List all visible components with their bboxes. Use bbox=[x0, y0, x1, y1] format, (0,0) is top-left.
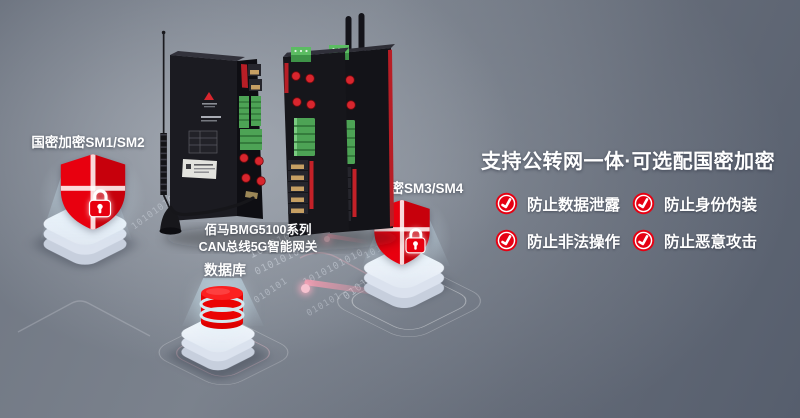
check-badge-icon bbox=[632, 229, 655, 252]
feature-label: 防止非法操作 bbox=[527, 233, 621, 251]
check-badge-icon bbox=[495, 192, 518, 215]
terminal-block bbox=[294, 118, 315, 156]
headline: 支持公转网一体·可选配国密加密 bbox=[481, 151, 776, 173]
certification-label bbox=[182, 159, 217, 179]
ethernet-ports bbox=[288, 160, 314, 214]
padlock-icon bbox=[88, 189, 112, 218]
feature-label: 防止身份伪装 bbox=[664, 196, 758, 214]
brand-logo bbox=[202, 92, 217, 108]
antenna-cable bbox=[169, 196, 255, 217]
shield-left-label: 国密加密SM1/SM2 bbox=[31, 135, 145, 150]
feature-label: 防止数据泄露 bbox=[527, 196, 621, 214]
feature-item: 防止身份伪装 bbox=[632, 192, 757, 215]
cable-connector bbox=[245, 191, 258, 199]
gateway-main-unit bbox=[170, 51, 266, 221]
check-badge-icon bbox=[632, 192, 655, 215]
sma-connectors bbox=[239, 153, 266, 186]
device-caption-line2: CAN总线5G智能网关 bbox=[198, 240, 318, 254]
top-terminal-connector bbox=[291, 47, 311, 62]
model-text bbox=[201, 116, 221, 122]
device-caption-line1: 佰马BMG5100系列 bbox=[204, 223, 312, 237]
data-dot bbox=[301, 284, 310, 293]
spec-table bbox=[188, 130, 218, 154]
database-icon bbox=[199, 286, 245, 329]
padlock-icon bbox=[405, 228, 426, 254]
gateway-unit-middle bbox=[283, 47, 349, 237]
feature-item: 防止数据泄露 bbox=[495, 192, 632, 215]
sma-connectors bbox=[291, 71, 316, 110]
ethernet-ports bbox=[248, 64, 262, 91]
feature-label: 防止恶意攻击 bbox=[664, 233, 758, 251]
database-label: 数据库 bbox=[204, 262, 246, 278]
terminal-block bbox=[239, 96, 262, 150]
check-badge-icon bbox=[495, 229, 518, 252]
gateway-device-cluster bbox=[159, 13, 400, 251]
feature-list: 防止数据泄露 防止身份伪装 防止非法操作 防止恶意攻击 bbox=[495, 192, 757, 252]
feature-item: 防止恶意攻击 bbox=[632, 229, 757, 252]
feature-item: 防止非法操作 bbox=[495, 229, 632, 252]
device-caption: 佰马BMG5100系列 CAN总线5G智能网关 bbox=[163, 222, 353, 256]
